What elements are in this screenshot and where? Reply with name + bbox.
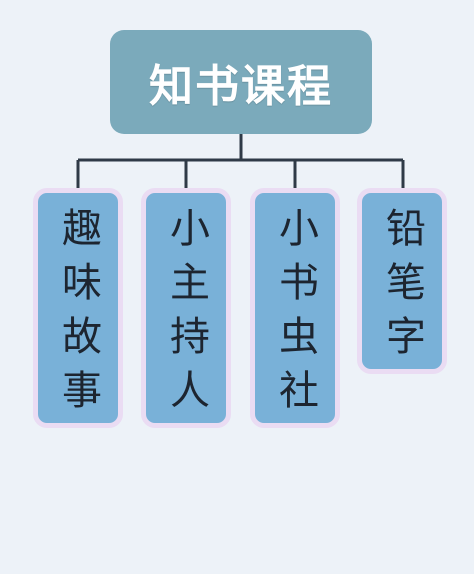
child-node-4: 铅笔字	[357, 188, 447, 374]
child-label-1: 趣味故事	[55, 207, 101, 423]
root-title: 知书课程	[149, 61, 333, 112]
child-node-2: 小主持人	[141, 188, 231, 428]
child-label-3: 小书虫社	[272, 207, 318, 423]
child-node-3: 小书虫社	[250, 188, 340, 428]
root-node: 知书课程	[110, 30, 372, 134]
child-label-2: 小主持人	[163, 207, 209, 423]
child-node-1: 趣味故事	[33, 188, 123, 428]
child-label-4: 铅笔字	[379, 207, 425, 369]
